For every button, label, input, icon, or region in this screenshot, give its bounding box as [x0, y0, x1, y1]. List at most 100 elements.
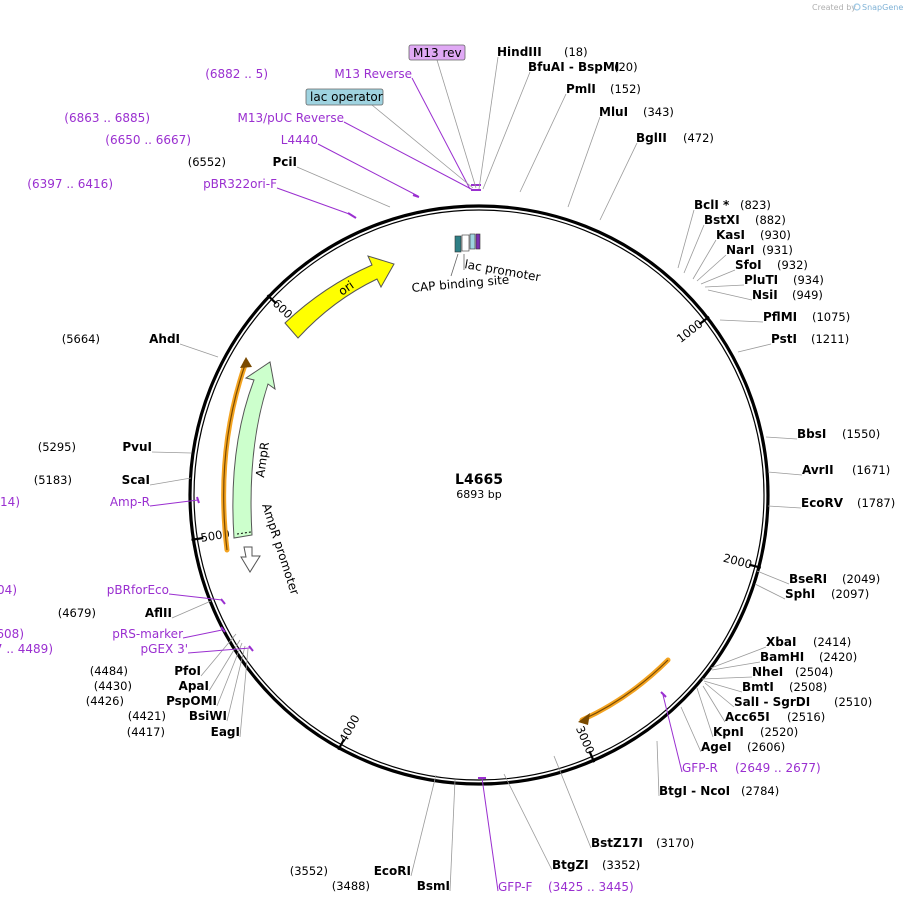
primer-m13-puc-reverse-name: M13/pUC Reverse: [238, 111, 345, 125]
leader-pflmi: [719, 319, 764, 323]
leader-xbai: [710, 646, 767, 669]
primer-marks: [196, 184, 667, 779]
site-ahdi-position: (5664): [62, 332, 100, 346]
primer-leader-prs-marker: [182, 629, 223, 639]
leader-apai: [208, 639, 241, 692]
site-bamhi-name: BamHI: [760, 650, 804, 664]
site-apai-position: (4430): [94, 679, 132, 693]
leader-bseri: [756, 570, 790, 585]
primer-gfp-r-range: (2649 .. 2677): [735, 761, 821, 775]
leader-pvui: [151, 451, 192, 454]
leader-layer: [149, 56, 803, 892]
primer-prs-marker-name: pRS-marker: [112, 627, 183, 641]
site-acc65i-position: (2516): [787, 710, 825, 724]
site-agei-position: (2606): [747, 740, 785, 754]
primer-leader-m13-reverse: [411, 77, 471, 190]
leader-pspomi: [216, 642, 243, 707]
site-bmti-name: BmtI: [742, 680, 774, 694]
site-kpni-name: KpnI: [713, 725, 744, 739]
tick-mark-5000: [191, 536, 204, 541]
site-nhei-name: NheI: [752, 665, 783, 679]
site-xbai-name: XbaI: [766, 635, 796, 649]
primer-leader-pgex-3: [187, 647, 251, 654]
lac-operator-box: lac operator: [305, 88, 384, 106]
site-sali-sgrdi-name: SalI - SgrDI: [734, 695, 810, 709]
leader-kpni: [696, 687, 714, 738]
tick-label-4000: 4000: [336, 712, 362, 744]
site-apai-name: ApaI: [179, 679, 209, 693]
leader-bcli: [677, 209, 695, 269]
primer-m13-reverse-range: (6882 .. 5): [205, 67, 268, 81]
plasmid-name: L4665: [455, 472, 503, 488]
leader-avrii: [767, 471, 803, 476]
leader-ecorv: [767, 505, 802, 509]
site-sfoi-position: (932): [777, 258, 808, 272]
leader-nhei: [701, 676, 753, 680]
site-bstxi-name: BstXI: [704, 213, 740, 227]
site-nhei-position: (2504): [795, 665, 833, 679]
site-nsii-name: NsiI: [752, 288, 778, 302]
site-bsiwi-position: (4421): [128, 709, 166, 723]
primer-m13-puc-reverse-range: (6863 .. 6885): [64, 111, 150, 125]
site-ecori-position: (3552): [290, 864, 328, 878]
site-bmti-position: (2508): [789, 680, 827, 694]
site-aflii-position: (4679): [58, 606, 96, 620]
site-pflmi-name: PflMI: [763, 310, 797, 324]
site-bstz17i-name: BstZ17I: [591, 836, 643, 850]
primer-pbr322ori-f-range: (6397 .. 6416): [27, 177, 113, 191]
tick-label-1000: 1000: [674, 317, 706, 346]
site-bglii-position: (472): [683, 131, 714, 145]
tick-mark-1000: [698, 315, 710, 325]
leader-kasi: [692, 239, 717, 280]
leader-sphi: [754, 583, 786, 600]
leader-pmli: [519, 93, 567, 193]
snapgene-logo-icon: [853, 3, 861, 11]
tick-label-2000: 2000: [722, 551, 754, 572]
leader-bbsi: [765, 436, 798, 440]
site-avrii-position: (1671): [852, 463, 890, 477]
primer-leader-gfp-f: [481, 777, 499, 892]
site-bglii-name: BglII: [636, 131, 667, 145]
primer-l4440-range: (6650 .. 6667): [105, 133, 191, 147]
leader-btgzi: [503, 773, 553, 871]
site-pfoi-name: PfoI: [174, 664, 201, 678]
site-kasi-name: KasI: [716, 228, 745, 242]
leader-bstz17i: [553, 755, 592, 849]
primer-amp-r-range: (5095 .. 5114): [0, 495, 20, 509]
site-nsii-position: (949): [792, 288, 823, 302]
site-kasi-position: (930): [760, 228, 791, 242]
site-ahdi-name: AhdI: [149, 332, 180, 346]
site-bstz17i-position: (3170): [656, 836, 694, 850]
site-nari-name: NarI: [726, 243, 755, 257]
tick-mark-2000: [748, 563, 762, 569]
site-ecori-name: EcoRI: [374, 864, 411, 878]
site-bsmi-position: (3488): [332, 879, 370, 893]
leader-pfoi: [200, 633, 237, 677]
site-xbai-position: (2414): [813, 635, 851, 649]
cap-binding-site-block: [454, 235, 462, 253]
primer-m13-reverse-name: M13 Reverse: [334, 67, 412, 81]
site-ecorv-name: EcoRV: [801, 496, 844, 510]
site-pfoi-position: (4484): [90, 664, 128, 678]
primer-pbrforeco-name: pBRforEco: [107, 583, 169, 597]
site-pspomi-name: PspOMI: [166, 694, 217, 708]
leader-agei: [680, 706, 702, 753]
leader-mlui: [567, 116, 601, 208]
primer-leader-amp-r: [149, 499, 199, 507]
leader-bmti: [703, 680, 743, 693]
backbone-outer: [188, 204, 770, 786]
leader-nsii: [707, 289, 753, 301]
primer-amp-r-name: Amp-R: [110, 495, 150, 509]
backbone-inner: [193, 209, 765, 781]
site-aflii-name: AflII: [145, 606, 172, 620]
site-bbsi-position: (1550): [842, 427, 880, 441]
site-bfuai-bspmi-position: (20): [614, 60, 638, 74]
m13-rev-box: M13 rev: [408, 44, 466, 61]
site-btgi-ncoi-position: (2784): [741, 784, 779, 798]
m13-rev-box-label: M13 rev: [413, 46, 462, 60]
site-hindiii-name: HindIII: [497, 45, 542, 59]
credit-brand: SnapGene: [862, 3, 903, 12]
tick-label-3000: 3000: [573, 724, 597, 756]
leader-pcii: [296, 166, 391, 208]
site-eagi-position: (4417): [127, 725, 165, 739]
